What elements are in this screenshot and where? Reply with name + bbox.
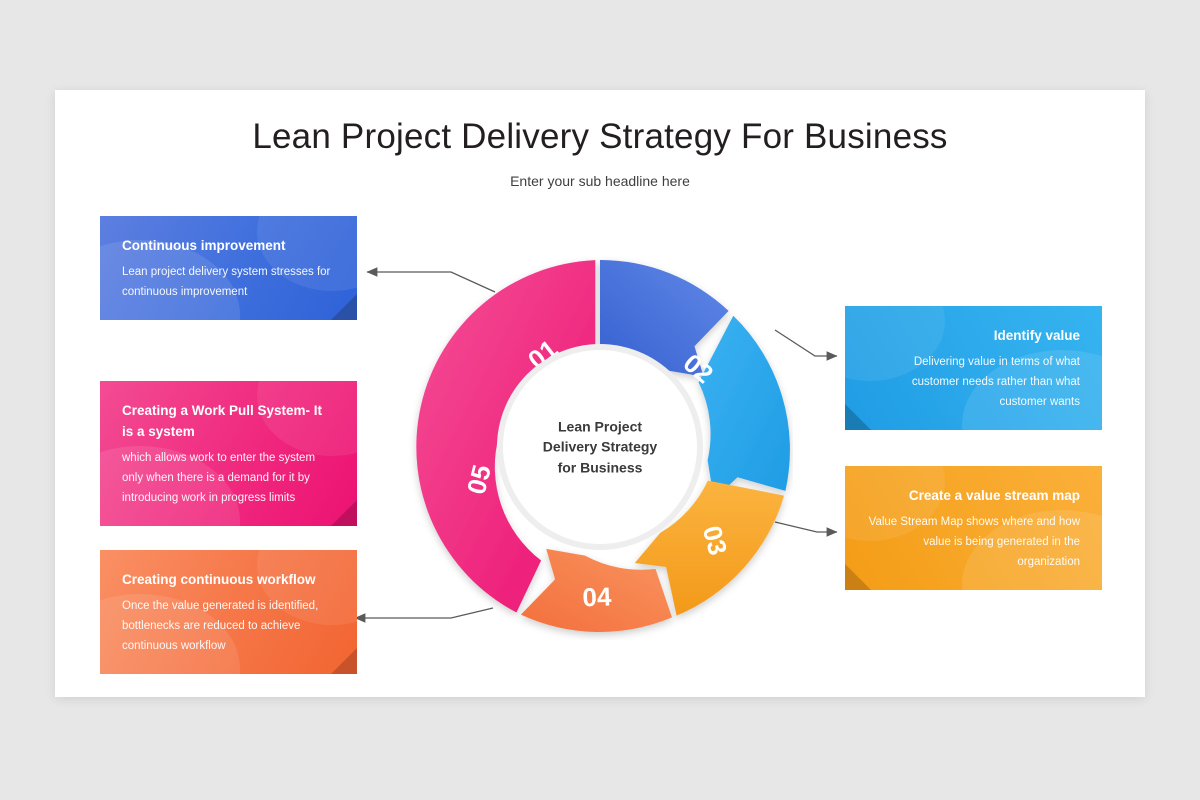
hub-line-1: Lean Project	[557, 418, 643, 435]
card-work-pull-system[interactable]: Creating a Work Pull System- It is a sys…	[100, 381, 357, 527]
card-title: Creating continuous workflow	[122, 572, 316, 587]
segment-number-04: 04	[582, 581, 612, 612]
hub-label: Lean Project Delivery Strategy for Busin…	[525, 417, 675, 478]
card-continuous-improvement[interactable]: Continuous improvement Lean project deli…	[100, 216, 357, 321]
hub-line-3: for Business	[557, 459, 643, 476]
card-body: Value Stream Map shows where and how val…	[868, 515, 1080, 569]
hub-circle	[503, 350, 697, 544]
card-body: Once the value generated is identified, …	[122, 599, 319, 653]
donut-segment-04[interactable]	[520, 548, 672, 632]
donut-segment-03[interactable]	[634, 480, 785, 616]
card-body: Delivering value in terms of what custom…	[911, 355, 1080, 409]
page-subtitle: Enter your sub headline here	[510, 173, 690, 189]
card-body: Lean project delivery system stresses fo…	[122, 265, 331, 299]
donut-segment-05[interactable]	[416, 260, 596, 613]
card-title: Identify value	[993, 328, 1080, 343]
donut-chart: 01 02 03 04 05 Lean Project Delivery Str…	[407, 254, 793, 640]
card-value-stream-map[interactable]: Create a value stream map Value Stream M…	[845, 466, 1102, 591]
donut-segment-02[interactable]	[698, 315, 790, 500]
folded-corner-icon	[845, 564, 871, 591]
segment-number-05: 05	[461, 462, 497, 497]
donut-segment-01[interactable]	[600, 259, 729, 377]
hub-line-2: Delivery Strategy	[542, 438, 658, 455]
folded-corner-icon	[845, 404, 871, 431]
card-title: Create a value stream map	[908, 488, 1080, 503]
card-continuous-workflow[interactable]: Creating continuous workflow Once the va…	[100, 550, 357, 675]
folded-corner-icon	[331, 500, 357, 527]
donut-svg: 01 02 03 04 05	[416, 259, 790, 632]
slide-canvas: Lean Project Delivery Strategy For Busin…	[55, 90, 1145, 697]
page-title: Lean Project Delivery Strategy For Busin…	[252, 117, 948, 156]
card-identify-value[interactable]: Identify value Delivering value in terms…	[845, 306, 1102, 431]
folded-corner-icon	[331, 648, 357, 675]
card-title: Continuous improvement	[122, 238, 286, 253]
card-body: which allows work to enter the system on…	[122, 451, 316, 505]
card-title: Creating a Work Pull System- It is a sys…	[122, 403, 323, 439]
folded-corner-icon	[331, 294, 357, 321]
